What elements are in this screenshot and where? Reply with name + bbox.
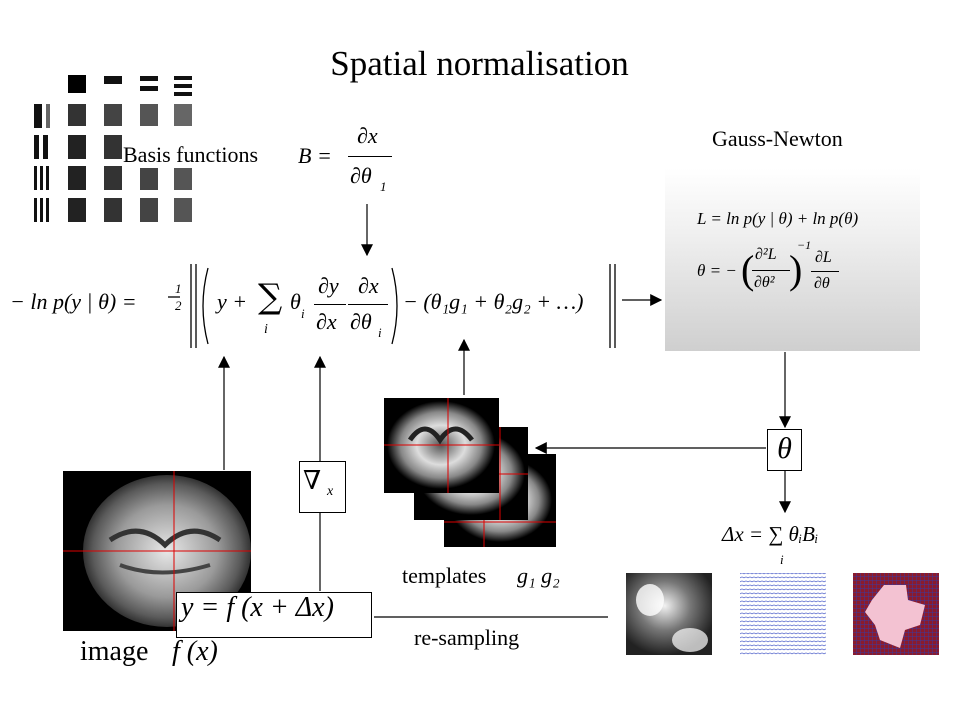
basis-eq-numerator: ∂x xyxy=(357,123,378,148)
gauss-newton-frac-bar-1 xyxy=(752,270,790,271)
objective-dtheta-sub: i xyxy=(378,325,382,340)
basis-functions-grid xyxy=(34,75,192,222)
gauss-newton-eq1: L = ln p(y | θ) + ln p(θ) xyxy=(697,209,859,228)
objective-dx2: ∂x xyxy=(358,273,379,298)
basis-eq-lhs: B = xyxy=(298,143,332,168)
objective-lhs: − ln p(y | θ) = xyxy=(10,289,137,314)
image-label: image xyxy=(80,636,149,667)
resample-equation-box: y = f (x + Δx) xyxy=(176,592,372,638)
objective-half-den: 2 xyxy=(175,298,182,313)
objective-theta-i: θ xyxy=(290,289,301,314)
gauss-newton-frac-bar-2 xyxy=(811,271,839,272)
theta-box: θ xyxy=(767,429,802,471)
gauss-newton-paren-close: ) xyxy=(789,247,803,292)
templates-images xyxy=(384,398,556,547)
gradient-symbol: ∇ xyxy=(303,466,322,496)
objective-dx: ∂x xyxy=(316,309,337,334)
gauss-newton-box xyxy=(665,168,920,351)
image-var: f (x) xyxy=(172,636,218,667)
gauss-newton-eq2-den: ∂θ² xyxy=(754,274,775,291)
basis-functions-label: Basis functions xyxy=(123,142,259,167)
objective-dy: ∂y xyxy=(318,273,339,298)
objective-frac-bar-2 xyxy=(348,304,388,305)
norm-bars xyxy=(168,264,616,348)
gradient-box: ∇ x xyxy=(299,461,346,513)
objective-frac-bar-1 xyxy=(314,304,346,305)
page-title: Spatial normalisation xyxy=(330,44,629,83)
objective-sum: ∑ xyxy=(258,277,283,317)
resampling-label: re-sampling xyxy=(414,625,520,650)
delta-x-equation: Δx = ∑ θᵢBᵢ xyxy=(722,522,819,546)
gauss-newton-eq2-num: ∂²L xyxy=(755,246,777,263)
objective-y-plus: y + xyxy=(217,289,248,314)
objective-theta-i-sub: i xyxy=(301,306,305,321)
objective-sum-sub: i xyxy=(264,322,268,337)
gauss-newton-label: Gauss-Newton xyxy=(712,126,843,151)
templates-vars: g₁ g₂ xyxy=(517,563,560,588)
basis-eq-denominator-sub: 1 xyxy=(380,179,387,194)
gradient-sub: x xyxy=(327,484,334,499)
templates-label: templates xyxy=(402,563,487,588)
brain-image xyxy=(63,471,251,631)
gauss-newton-eq2-lhs: θ = − xyxy=(697,261,737,280)
basis-fraction-bar xyxy=(348,156,392,157)
deformation-field-images xyxy=(626,573,939,655)
objective-dtheta: ∂θ xyxy=(350,309,372,334)
delta-x-sub: i xyxy=(780,552,784,567)
gauss-newton-eq2-rden: ∂θ xyxy=(814,275,830,292)
gauss-newton-paren: ( xyxy=(741,247,755,292)
basis-eq-denominator: ∂θ xyxy=(350,163,372,188)
gauss-newton-exponent: −1 xyxy=(797,238,812,252)
gauss-newton-eq2-rnum: ∂L xyxy=(815,249,832,266)
objective-templates-term: − (θ₁g₁ + θ₂g₂ + …) xyxy=(403,289,584,314)
objective-half-num: 1 xyxy=(175,281,182,296)
